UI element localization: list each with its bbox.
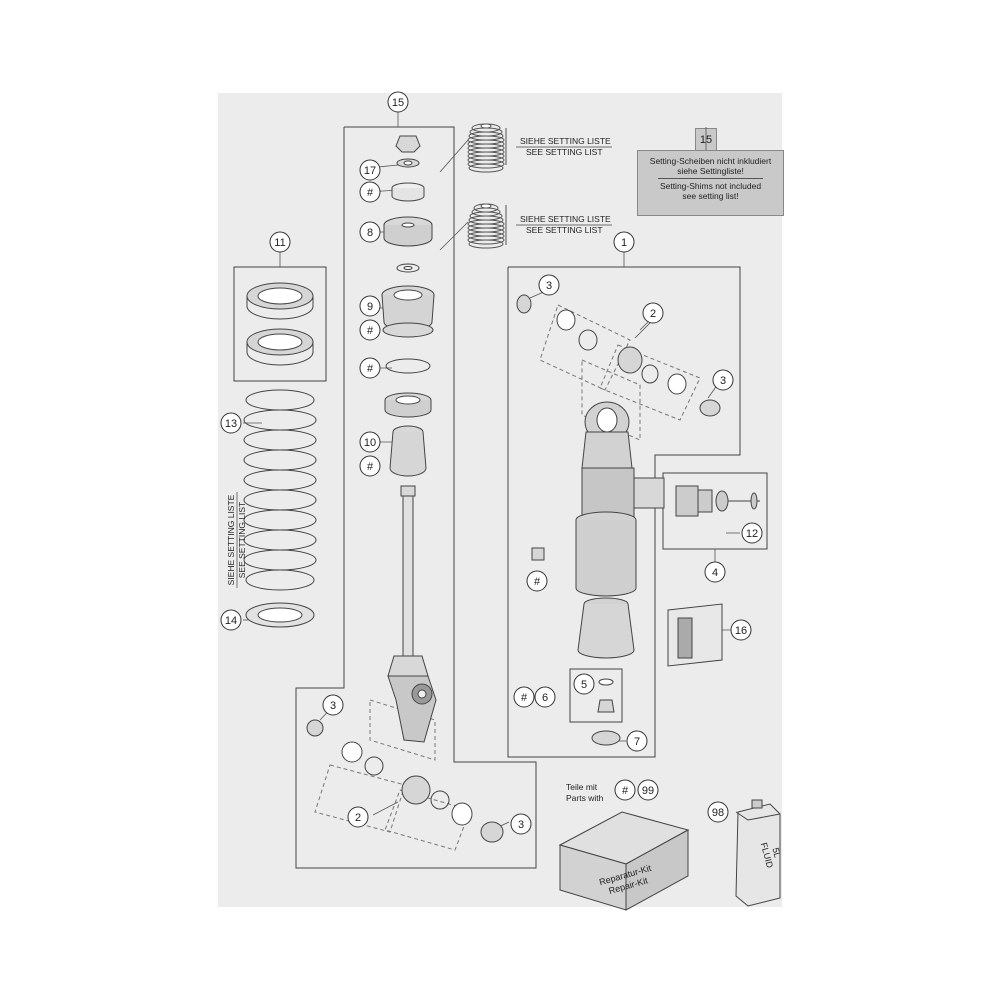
callout-2-bottom: 2	[355, 812, 361, 824]
note-de-line2: siehe Settingliste!	[677, 166, 744, 176]
setting-list-de-lower: SIEHE SETTING LISTE	[520, 214, 611, 224]
note-callout-15: 15	[700, 134, 712, 146]
callout-3-top-left: 3	[546, 280, 552, 292]
shim-stack-upper	[467, 123, 505, 173]
valve-parts	[591, 678, 621, 746]
callout-6: 6	[542, 692, 548, 704]
frame-assembly-15	[295, 126, 537, 869]
parts-with-de: Teile mit	[566, 782, 598, 792]
callout-10: 10	[364, 437, 376, 449]
side-screw-part	[531, 547, 545, 561]
callout-2-top: 2	[650, 308, 656, 320]
callout-4: 4	[712, 567, 718, 579]
callout-98: 98	[712, 807, 724, 819]
setting-list-en-upper: SEE SETTING LIST	[526, 147, 603, 157]
callout-hash-2: #	[367, 325, 374, 337]
setting-list-en-lower: SEE SETTING LIST	[526, 225, 603, 235]
adjuster-part	[675, 485, 760, 517]
callout-3-top-right: 3	[720, 375, 726, 387]
spring-part	[243, 389, 317, 591]
fluid-can	[735, 799, 781, 907]
callout-8: 8	[367, 227, 373, 239]
callout-5: 5	[581, 679, 587, 691]
callout-hash-1: #	[367, 187, 374, 199]
frame-valve	[569, 668, 623, 723]
setting-shims-note: Setting-Scheiben nicht inkludiert siehe …	[637, 150, 784, 216]
sticker-part	[667, 603, 723, 667]
callout-circles	[220, 91, 763, 835]
callout-hash-7: #	[622, 785, 629, 797]
note-divider	[658, 178, 763, 179]
callout-hash-5: #	[534, 576, 541, 588]
fluid-volume: 5L	[770, 847, 782, 859]
callout-7: 7	[634, 736, 640, 748]
spring-nut-parts	[246, 282, 314, 366]
callout-1: 1	[621, 237, 627, 249]
callout-14: 14	[225, 615, 237, 627]
spring-retainer-part	[245, 602, 315, 628]
callout-17: 17	[364, 165, 376, 177]
note-en-line1: Setting-Shims not included	[659, 181, 762, 191]
callout-13: 13	[225, 418, 237, 430]
bushing-parts-upper	[516, 294, 721, 417]
callout-99: 99	[642, 785, 654, 797]
callout-3-bottom-right: 3	[518, 819, 524, 831]
callout-3-bottom-left: 3	[330, 700, 336, 712]
setting-list-de-upper: SIEHE SETTING LISTE	[520, 136, 611, 146]
setting-list-en-spring: SEE SETTING LIST	[237, 502, 247, 579]
shim-stack-lower	[467, 203, 505, 249]
callout-15: 15	[392, 97, 404, 109]
parts-with-en: Parts with	[566, 793, 604, 803]
callout-12: 12	[746, 528, 758, 540]
note-de-line1: Setting-Scheiben nicht inkludiert	[649, 156, 772, 166]
piston-rod-parts	[381, 135, 437, 743]
callout-hash-4: #	[367, 461, 374, 473]
callout-11: 11	[274, 237, 285, 249]
shock-body-part	[575, 401, 665, 659]
repair-kit-box	[558, 811, 690, 911]
callout-9: 9	[367, 301, 373, 313]
callout-16: 16	[735, 625, 747, 637]
frame-shock-body	[507, 266, 741, 758]
callout-hash-3: #	[367, 363, 374, 375]
setting-list-de-spring: SIEHE SETTING LISTE	[226, 494, 236, 585]
note-en-line2: see setting list!	[682, 191, 739, 201]
callout-hash-6: #	[521, 692, 528, 704]
bushing-parts-lower	[306, 719, 504, 843]
